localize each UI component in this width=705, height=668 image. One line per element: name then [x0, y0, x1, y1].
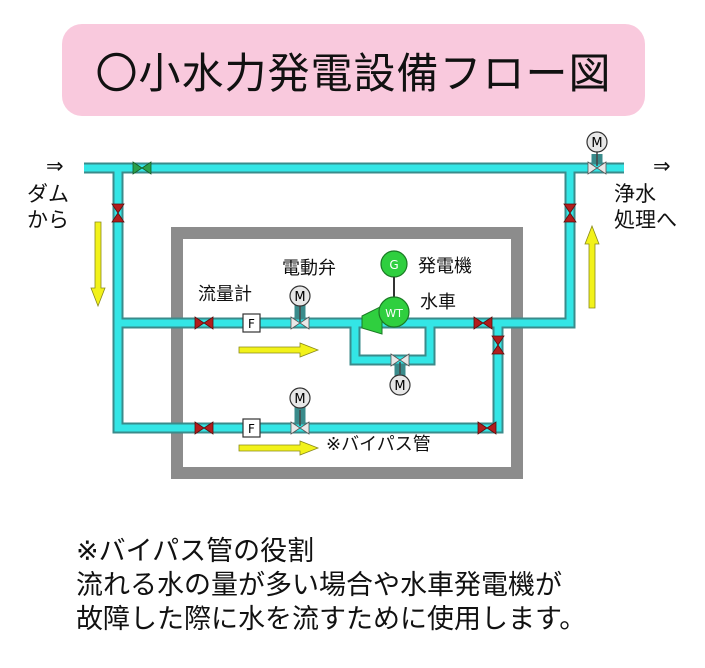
note-line1: 流れる水の量が多い場合や水車発電機が [76, 570, 562, 601]
outlet-arrow: ⇒ [653, 154, 671, 178]
motor-symbol-turbine: M [394, 379, 405, 394]
flow-arrow-up [584, 224, 600, 309]
generator-label: 発電機 [418, 256, 472, 277]
motor-icon-main [289, 285, 311, 307]
motor-symbol-outlet: M [591, 136, 602, 151]
outlet-label-line1: 浄水 [614, 182, 656, 206]
flow-arrow-down [90, 221, 106, 308]
flow-arrow-main [238, 342, 320, 358]
turbine-inlet-nozzle [361, 305, 383, 335]
inlet-label-line1: ダム [27, 182, 69, 206]
instrument-stems [299, 152, 598, 426]
flow-meter-main [242, 313, 261, 333]
bypass-label: ※バイパス管 [326, 434, 431, 455]
flow-meter-main-symbol: F [248, 317, 255, 331]
motor-icon-turbine [389, 374, 411, 396]
turbine-icon [378, 296, 410, 328]
motor-valve-label: 電動弁 [282, 258, 336, 279]
turbine-label: 水車 [420, 292, 456, 313]
motor-icon-outlet [586, 131, 608, 153]
note-heading: ※バイパス管の役割 [76, 536, 315, 567]
page-title: 〇小水力発電設備フロー図 [95, 48, 612, 98]
inlet-label-line2: から [27, 208, 69, 232]
title-banner: 〇小水力発電設備フロー図 [62, 24, 645, 116]
note-line2: 故障した際に水を流すために使用します。 [76, 604, 587, 635]
flow-meter-bypass-symbol: F [248, 422, 255, 436]
turbine-symbol: WT [385, 307, 403, 320]
inlet-arrow: ⇒ [46, 154, 64, 178]
motor-symbol-main: M [294, 290, 305, 305]
outlet-label-line2: 処理へ [614, 208, 677, 232]
flow-meter-label: 流量計 [198, 284, 252, 305]
flow-meter-bypass [242, 418, 261, 438]
motor-icon-bypass [289, 387, 311, 409]
generator-symbol: G [389, 258, 398, 272]
motor-symbol-bypass: M [294, 392, 305, 407]
flow-arrow-bypass [238, 440, 320, 456]
